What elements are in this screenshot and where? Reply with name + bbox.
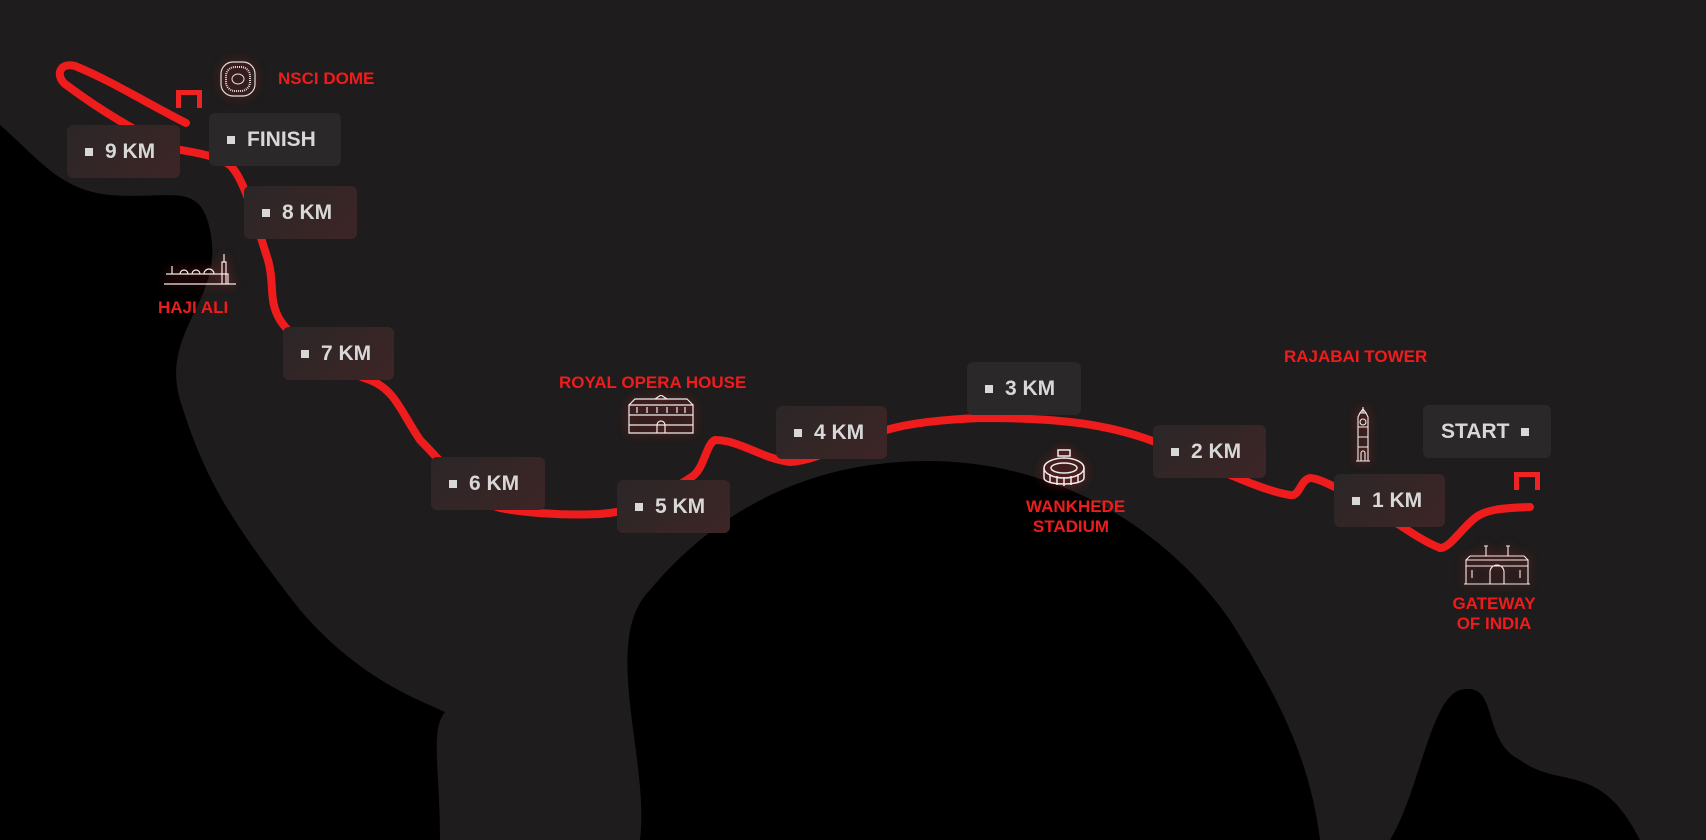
wankhede-stadium-icon: [1043, 449, 1085, 486]
marker-finish: FINISH: [209, 113, 341, 166]
marker-dot-icon: [1171, 447, 1179, 456]
marker-dot-icon: [85, 147, 93, 156]
finish-gate-icon: [176, 90, 202, 108]
marker-dot-icon: [1521, 427, 1530, 436]
label-line: STADIUM: [1032, 517, 1110, 536]
marker-dot-icon: [985, 384, 993, 393]
start-gate-icon: [1514, 472, 1540, 490]
marker-label: 6 KM: [469, 471, 520, 495]
marker-label: 9 KM: [105, 139, 156, 163]
land-southeast: [1390, 688, 1640, 840]
label-line: OF INDIA: [1456, 614, 1532, 633]
landmark-royal-opera-house-label: ROYAL OPERA HOUSE: [559, 373, 747, 392]
marker-9km: 9 KM: [67, 125, 180, 178]
marker-3km: 3 KM: [967, 362, 1081, 415]
landmark-rajabai-tower-label: RAJABAI TOWER: [1284, 347, 1428, 366]
marker-dot-icon: [301, 349, 309, 358]
marker-dot-icon: [262, 208, 270, 217]
landmark-gateway-of-india-label: GATEWAY OF INDIA: [1446, 594, 1542, 634]
marker-dot-icon: [1352, 496, 1360, 505]
marker-2km: 2 KM: [1153, 425, 1266, 478]
marker-dot-icon: [449, 479, 457, 488]
marker-5km: 5 KM: [617, 480, 730, 533]
marker-6km: 6 KM: [431, 457, 545, 510]
marker-1km: 1 KM: [1334, 474, 1445, 527]
marker-8km: 8 KM: [244, 186, 357, 239]
landmark-wankhede-stadium-label: WANKHEDE STADIUM: [1026, 497, 1126, 537]
gateway-of-india-icon: [1464, 545, 1530, 585]
land-west: [0, 125, 445, 840]
haji-ali-icon: [164, 254, 236, 285]
marker-label: 1 KM: [1372, 488, 1423, 512]
rajabai-tower-icon: [1356, 407, 1370, 462]
marker-label: 8 KM: [282, 200, 333, 224]
landmark-nsci-dome-label: NSCI DOME: [278, 69, 375, 88]
nsci-dome-icon: [220, 61, 256, 97]
marker-label: START: [1441, 419, 1510, 443]
landmark-haji-ali-label: HAJI ALI: [158, 298, 229, 317]
label-line: GATEWAY: [1452, 594, 1536, 613]
marker-label: 5 KM: [655, 494, 706, 518]
label-line: WANKHEDE: [1026, 497, 1126, 516]
marker-start: START: [1423, 405, 1551, 458]
marker-label: 7 KM: [321, 341, 372, 365]
marker-dot-icon: [635, 502, 643, 511]
marker-label: FINISH: [247, 127, 316, 151]
marker-7km: 7 KM: [283, 327, 394, 380]
marker-4km: 4 KM: [776, 406, 887, 459]
marker-dot-icon: [794, 428, 802, 437]
marker-label: 2 KM: [1191, 439, 1242, 463]
royal-opera-house-icon: [628, 395, 694, 434]
marker-dot-icon: [227, 135, 235, 144]
land-south: [627, 461, 1320, 840]
marker-label: 3 KM: [1005, 376, 1056, 400]
marker-label: 4 KM: [814, 420, 865, 444]
